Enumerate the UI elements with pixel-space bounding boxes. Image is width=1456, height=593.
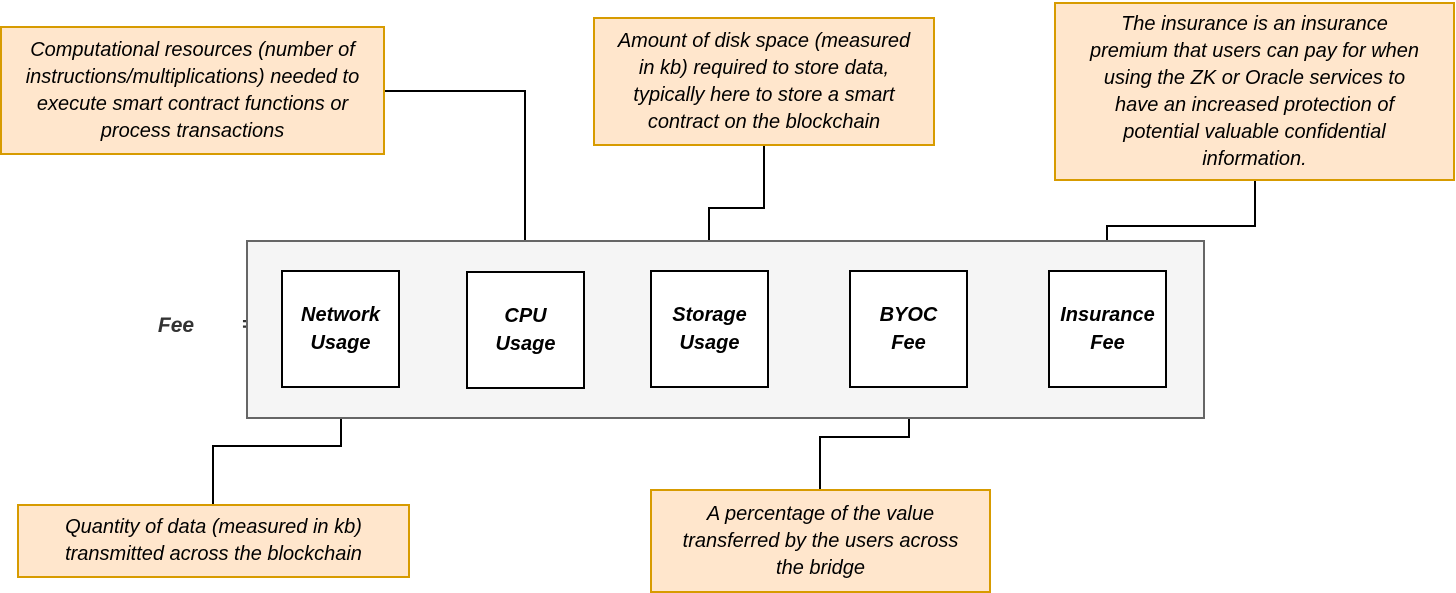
storage-usage-box: Storage Usage xyxy=(650,270,769,388)
fee-label: Fee xyxy=(157,314,195,337)
storage-usage-note: Amount of disk space (measured in kb) re… xyxy=(593,17,935,146)
insurance-fee-note: The insurance is an insurance premium th… xyxy=(1054,2,1455,181)
network-usage-box: Network Usage xyxy=(281,270,400,388)
insurance-fee-box: Insurance Fee xyxy=(1048,270,1167,388)
byoc-fee-note: A percentage of the value transferred by… xyxy=(650,489,991,593)
byoc-fee-box: BYOC Fee xyxy=(849,270,968,388)
network-usage-note: Quantity of data (measured in kb) transm… xyxy=(17,504,410,578)
cpu-usage-note: Computational resources (number of instr… xyxy=(0,26,385,155)
cpu-usage-box: CPU Usage xyxy=(466,271,585,389)
